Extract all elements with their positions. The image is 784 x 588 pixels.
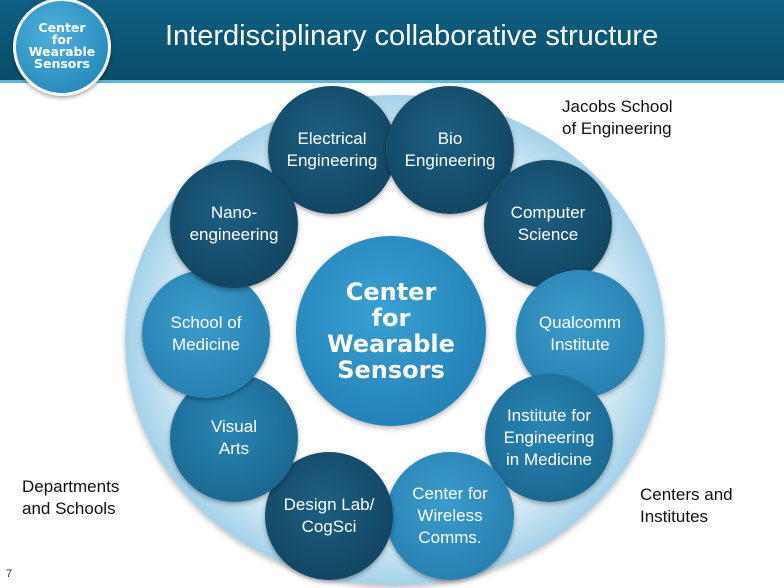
group-label-centers: Centers and Institutes (640, 485, 733, 526)
node-label: Electrical Engineering (286, 129, 378, 170)
node-engineering-in-medicine: Institute for Engineering in Medicine (485, 374, 613, 502)
group-label-departments: Departments and Schools (22, 477, 120, 518)
node-label: Bio Engineering (404, 129, 496, 170)
node-wireless-comms: Center for Wireless Comms. (386, 452, 514, 580)
node-qualcomm-institute: Qualcomm Institute (516, 270, 644, 398)
header-divider (0, 80, 784, 83)
group-label-jacobs: Jacobs School of Engineering (562, 97, 673, 138)
node-computer-science: Computer Science (484, 160, 612, 288)
node-label: Design Lab/ CogSci (283, 495, 375, 536)
node-label: Visual Arts (211, 417, 257, 458)
center-hub: Center for Wearable Sensors (296, 236, 486, 426)
page-number: 7 (6, 568, 13, 580)
logo-text: Center for Wearable Sensors (28, 20, 96, 71)
node-nanoengineering: Nano- engineering (170, 160, 298, 288)
node-label: Center for Wireless Comms. (412, 484, 488, 547)
node-school-of-medicine: School of Medicine (142, 270, 270, 398)
node-label: Institute for Engineering in Medicine (503, 406, 595, 469)
node-label: Computer Science (510, 203, 586, 244)
center-label: Center for Wearable Sensors (327, 278, 455, 384)
center-logo: Center for Wearable Sensors (13, 0, 111, 96)
node-label: School of Medicine (170, 313, 242, 354)
header-bar (0, 0, 784, 80)
node-label: Nano- engineering (189, 203, 279, 244)
slide-title: Interdisciplinary collaborative structur… (165, 20, 659, 52)
node-label: Qualcomm Institute (538, 313, 622, 354)
